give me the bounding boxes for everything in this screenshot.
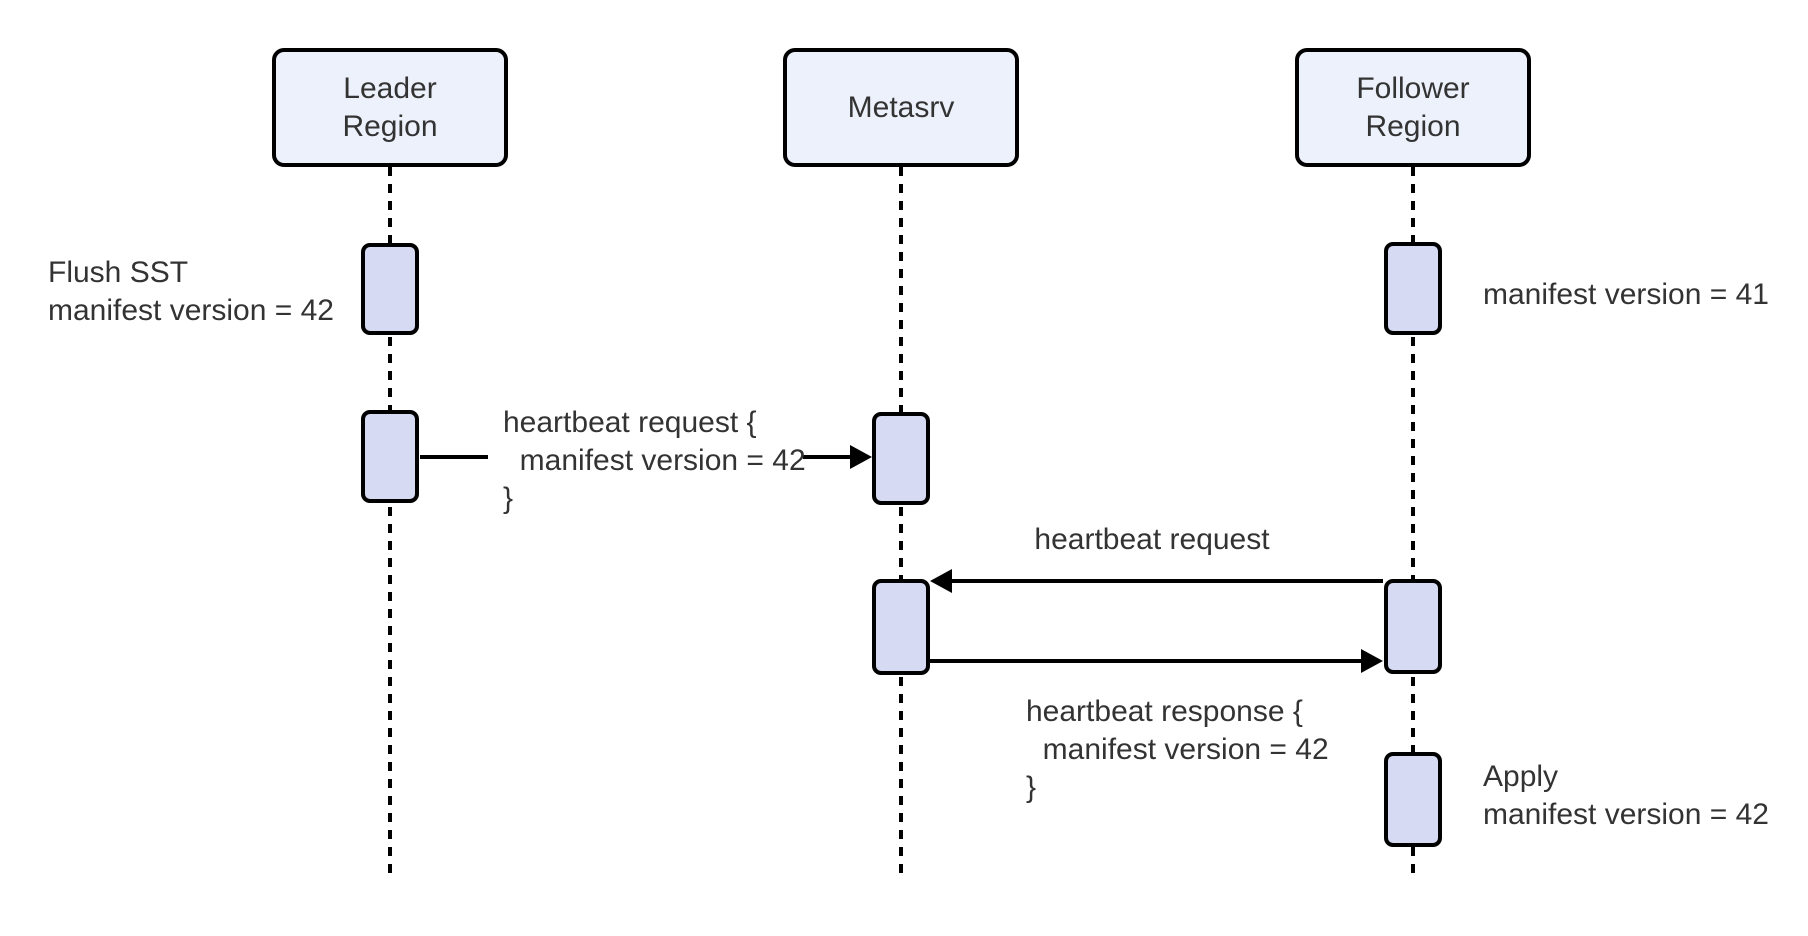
- note-apply: Apply manifest version = 42: [1483, 760, 1769, 831]
- message-line-heartbeat-request-follower: [952, 579, 1383, 583]
- activation-box-follower-heartbeat: [1384, 579, 1442, 674]
- lifeline-metasrv: [899, 167, 903, 880]
- lifeline-follower-region: [1411, 167, 1415, 880]
- message-line-heartbeat-request-leader-a: [420, 455, 488, 459]
- message-label-heartbeat-request-follower: heartbeat request: [1034, 523, 1270, 556]
- actor-label-metasrv: Metasrv: [847, 90, 955, 124]
- message-line-heartbeat-request-leader-b: [803, 455, 852, 459]
- note-manifest-version-41: manifest version = 41: [1483, 278, 1769, 311]
- arrowhead-heartbeat-request-leader: [850, 445, 872, 469]
- activation-box-leader-flush: [361, 243, 419, 335]
- actor-box-metasrv: Metasrv: [783, 48, 1019, 167]
- message-label-heartbeat-response: heartbeat response { manifest version = …: [1026, 695, 1329, 804]
- activation-box-follower-initial: [1384, 242, 1442, 335]
- actor-box-follower-region: Follower Region: [1295, 48, 1531, 167]
- message-line-heartbeat-response: [930, 659, 1361, 663]
- lifeline-leader-region: [388, 167, 392, 880]
- actor-label-follower-region: Follower Region: [1356, 71, 1470, 143]
- activation-box-follower-apply: [1384, 752, 1442, 847]
- activation-box-metasrv-follower-heartbeat: [872, 579, 930, 675]
- activation-box-metasrv-leader-heartbeat: [872, 412, 930, 505]
- activation-box-leader-heartbeat: [361, 410, 419, 503]
- note-flush-sst: Flush SST manifest version = 42: [48, 256, 334, 327]
- actor-label-leader-region: Leader Region: [342, 71, 438, 143]
- actor-box-leader-region: Leader Region: [272, 48, 508, 167]
- arrowhead-heartbeat-response: [1361, 649, 1383, 673]
- arrowhead-heartbeat-request-follower: [930, 569, 952, 593]
- message-label-heartbeat-request-leader: heartbeat request { manifest version = 4…: [503, 406, 806, 515]
